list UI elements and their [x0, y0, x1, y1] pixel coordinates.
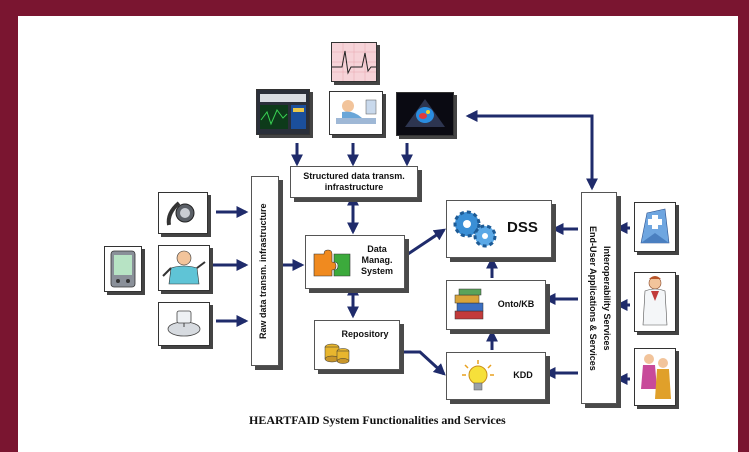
ecg-chart-icon: [332, 43, 376, 81]
patient-monitor-thumb: [256, 89, 310, 135]
pda-device-icon: [105, 247, 141, 291]
raw-data-box: Raw data transm. infrastructure: [251, 176, 279, 366]
kdd-box: KDD: [446, 352, 546, 400]
end-user-label-2: Interoperability Services: [602, 245, 612, 351]
diagram-canvas: Structured data transm. infrastructure R…: [18, 16, 738, 452]
data-manag-box: Data Manag. System: [305, 235, 405, 289]
scale-thumb: [158, 302, 210, 346]
patient-monitor-icon: [257, 90, 309, 134]
arrow-repository-kdd: [401, 350, 446, 376]
kdd-label: KDD: [513, 370, 533, 380]
wearable-watch-icon: [159, 193, 207, 233]
end-user-label-1: End-User Applications & Services: [588, 225, 598, 371]
repository-box: Repository: [314, 320, 400, 370]
arrow-echo-enduser: [465, 110, 598, 191]
database-icon: [324, 343, 350, 364]
onto-kb-label: Onto/KB: [497, 299, 535, 309]
echocardiogram-thumb: [396, 92, 454, 136]
dss-label: DSS: [507, 219, 538, 236]
scale-device-icon: [159, 303, 209, 345]
person-sensor-icon: [159, 246, 209, 290]
gears-icon: [453, 210, 497, 248]
hospital-icon: [635, 203, 675, 251]
puzzle-icon: [313, 249, 351, 277]
doctor-icon: [635, 273, 675, 331]
books-icon: [454, 288, 484, 320]
hospital-thumb: [634, 202, 676, 252]
repository-label: Repository: [341, 329, 389, 339]
end-user-box: End-User Applications & Services Interop…: [581, 192, 617, 404]
people-thumb: [634, 348, 676, 406]
frame-right-border: [738, 0, 749, 452]
data-manag-label-1: Data: [367, 244, 387, 254]
onto-kb-box: Onto/KB: [446, 280, 546, 330]
frame-left-border: [0, 0, 18, 452]
diagram-caption: HEARTFAID System Functionalities and Ser…: [249, 413, 506, 427]
lightbulb-icon: [462, 360, 494, 391]
frame-top-border: [0, 0, 749, 16]
patient-bed-thumb: [329, 91, 383, 135]
ecg-chart-thumb: [331, 42, 377, 82]
data-manag-label-2: Manag.: [361, 255, 393, 265]
structured-data-box: Structured data transm. infrastructure: [290, 166, 418, 198]
data-manag-label-3: System: [360, 266, 394, 276]
structured-data-label: Structured data transm. infrastructure: [303, 171, 405, 192]
arrow-datamanag-dss: [404, 228, 446, 258]
watch-thumb: [158, 192, 208, 234]
person-thumb: [158, 245, 210, 291]
dss-box: DSS: [446, 200, 552, 258]
patient-bed-icon: [330, 92, 382, 134]
raw-data-label: Raw data transm. infrastructure: [258, 203, 268, 339]
people-icon: [635, 349, 675, 405]
doctor-thumb: [634, 272, 676, 332]
arrows-layer: [212, 110, 630, 385]
echocardiogram-icon: [397, 93, 453, 135]
pda-thumb: [104, 246, 142, 292]
